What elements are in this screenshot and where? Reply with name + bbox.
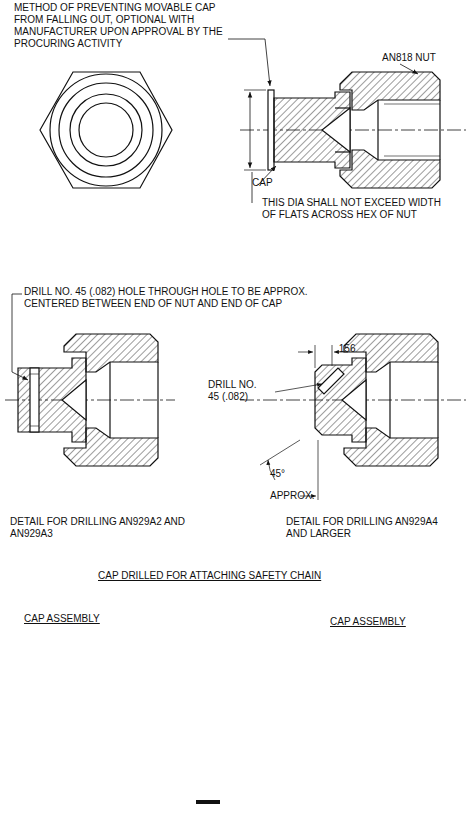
cap-assembly-section — [240, 72, 466, 188]
page-mark — [196, 800, 220, 804]
part-name: AN818 NUT — [382, 52, 436, 64]
leader-lines — [228, 39, 418, 203]
dimension: .156 — [336, 343, 355, 355]
hex-end-view — [40, 72, 172, 188]
section-title: CAP DRILLED FOR ATTACHING SAFETY CHAIN — [98, 570, 321, 582]
drilled-cap-a4-larger — [240, 334, 466, 500]
assembly-label: CAP ASSEMBLY — [24, 613, 100, 625]
caption-text: DETAIL FOR DRILLING AN929A4 AND LARGER — [286, 516, 461, 540]
dimension: APPROX. — [270, 490, 314, 502]
caption-text: DETAIL FOR DRILLING AN929A2 AND AN929A3 — [10, 516, 210, 540]
note-text: METHOD OF PREVENTING MOVABLE CAP FROM FA… — [14, 2, 229, 50]
note-text: DRILL NO. 45 (.082) HOLE THROUGH HOLE TO… — [24, 286, 324, 310]
note-text: THIS DIA SHALL NOT EXCEED WIDTH OF FLATS… — [262, 197, 452, 221]
part-name: CAP — [252, 177, 273, 189]
assembly-label: CAP ASSEMBLY — [330, 616, 406, 628]
dimension: 45° — [270, 468, 285, 480]
drilled-cap-a2-a3 — [5, 294, 175, 466]
note-text: DRILL NO. 45 (.082) — [208, 379, 270, 403]
